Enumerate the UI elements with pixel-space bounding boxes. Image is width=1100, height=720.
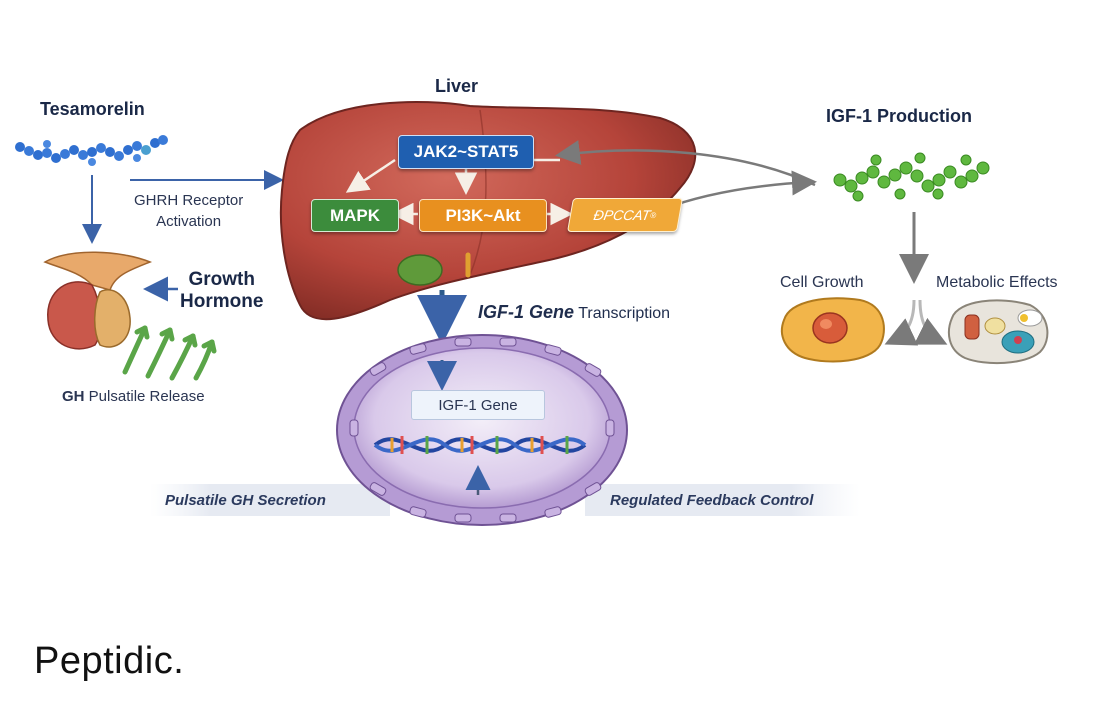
- pi3k-akt-badge: PI3K~Akt: [419, 199, 547, 232]
- tesamorelin-label: Tesamorelin: [40, 99, 145, 119]
- banner-left-bg: [150, 484, 390, 516]
- pulsatile-secretion-label: Pulsatile GH Secretion: [165, 491, 326, 509]
- pulsatile-release-icon: [122, 325, 217, 381]
- mapk-badge: MAPK: [311, 199, 399, 232]
- arrow-to-cell-growth: [884, 299, 919, 346]
- nucleus-icon: [336, 334, 628, 526]
- gh-pulsatile-release-label: GH Pulsatile Release: [62, 388, 205, 405]
- liver-label: Liver: [435, 76, 479, 96]
- ghrh-receptor-line1: GHRH Receptor: [134, 192, 244, 209]
- growth-hormone-line1: Growth: [188, 269, 255, 290]
- dna-helix-icon: [373, 436, 587, 454]
- transcription-rest: Transcription: [574, 305, 671, 322]
- gh-release-rest: Pulsatile Release: [84, 388, 205, 405]
- arrow-igf-to-jak: [555, 140, 816, 187]
- tesamorelin-peptide-icon: [15, 135, 168, 166]
- dpccat-badge: ÐPCCAT®: [567, 198, 683, 232]
- igf1-peptide-icon: [833, 152, 990, 202]
- igf1-production-label: IGF-1 Production: [826, 106, 972, 126]
- arrow-jak-to-mapk: [345, 158, 396, 193]
- growth-hormone-label: Growth Hormone: [180, 269, 263, 313]
- brand-logo: Peptidic.: [34, 640, 185, 682]
- dpccat-sup: ®: [649, 210, 658, 220]
- ghrh-receptor-label: GHRH Receptor Activation: [134, 190, 243, 232]
- transcription-label: IGF-1 Gene Transcription: [478, 302, 670, 323]
- banner-right-bg: [585, 484, 860, 516]
- transcription-bold: IGF-1 Gene: [478, 302, 575, 322]
- cell-growth-icon: [780, 297, 885, 363]
- metabolic-effects-label: Metabolic Effects: [936, 274, 1058, 291]
- ghrh-receptor-line2: Activation: [156, 213, 222, 230]
- growth-hormone-line2: Hormone: [180, 291, 264, 312]
- gh-prefix: GH: [62, 388, 85, 405]
- igf1-gene-box: IGF-1 Gene: [411, 390, 545, 420]
- pituitary-gland-icon: [43, 251, 153, 350]
- feedback-control-label: Regulated Feedback Control: [610, 491, 814, 509]
- jak2-stat5-badge: JAK2~STAT5: [398, 135, 534, 169]
- metabolic-effects-icon: [947, 299, 1049, 365]
- arrow-to-metabolic: [913, 299, 948, 345]
- dpccat-text: ÐPCCAT: [592, 207, 652, 223]
- cell-growth-label: Cell Growth: [780, 274, 864, 291]
